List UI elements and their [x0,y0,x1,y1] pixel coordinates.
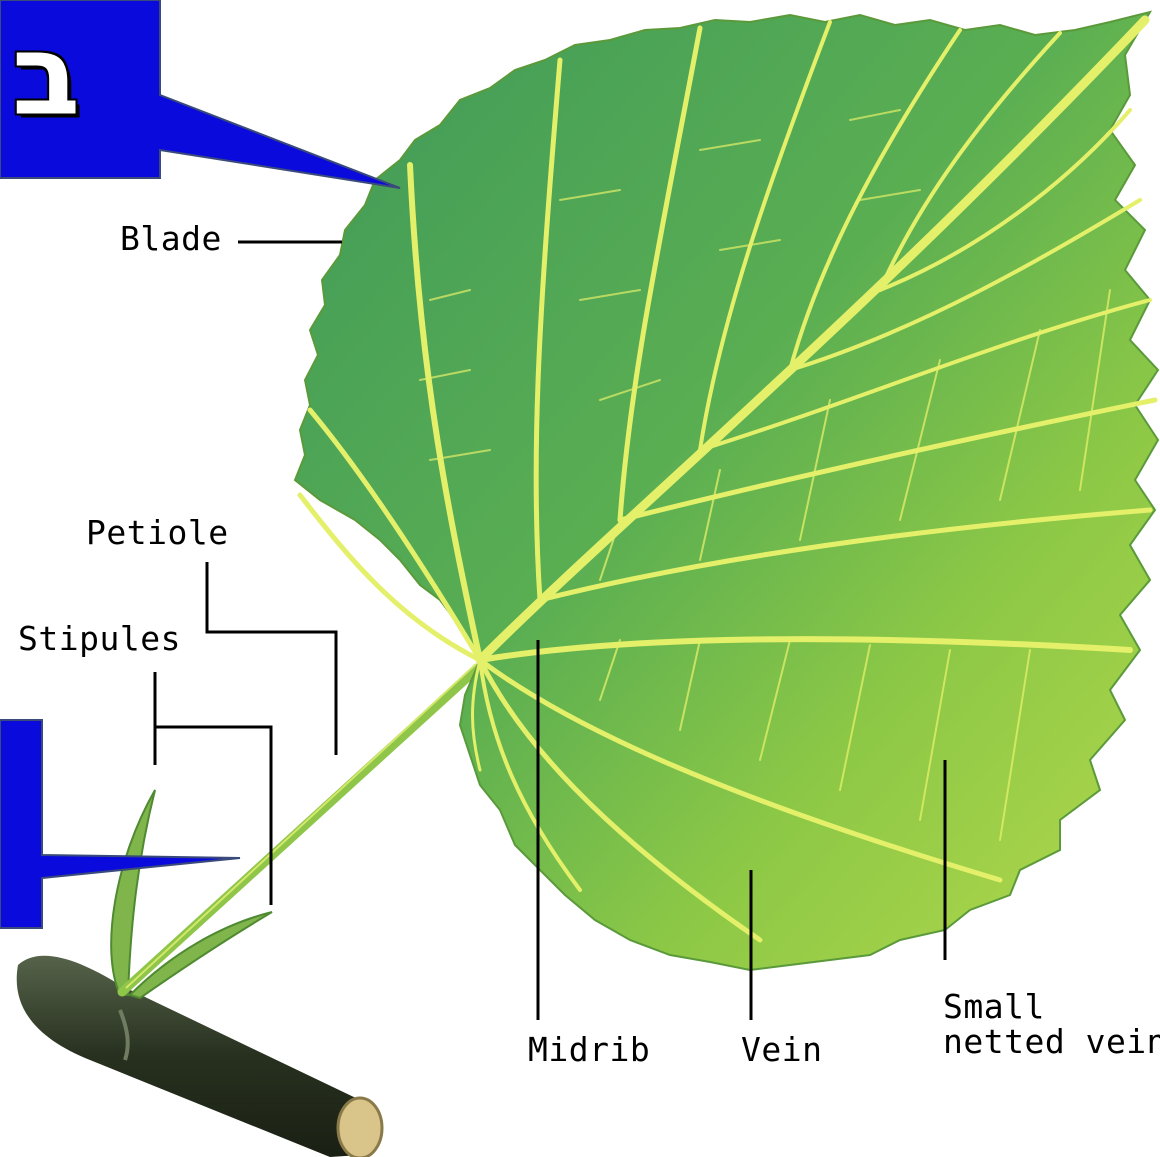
leaf-blade-shape [295,12,1158,970]
vein-label: Vein [741,1033,822,1068]
stipules-label: Stipules [18,622,181,657]
twig [17,956,382,1157]
stipules-shape [111,790,272,998]
blade-label: Blade [120,222,222,257]
petiole-label: Petiole [86,516,229,551]
midrib-label: Midrib [528,1033,650,1068]
small-netted-veins-label: Small netted veins [943,990,1160,1059]
callout-top-letter: ב [12,20,80,132]
